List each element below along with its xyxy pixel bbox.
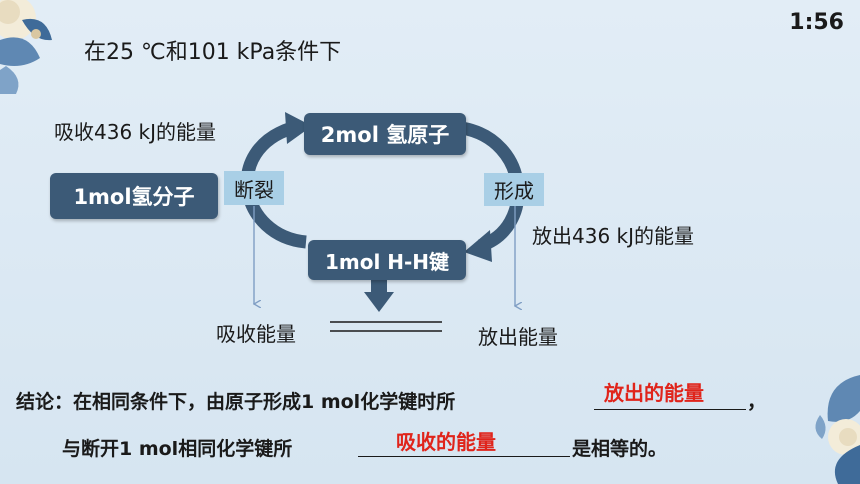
break-arrowhead-icon [285, 112, 312, 144]
form-arrowhead-icon [464, 230, 492, 262]
tag-form: 形成 [484, 173, 544, 206]
countdown-timer: 1:56 [789, 10, 844, 35]
node-hydrogen-molecule: 1mol氢分子 [50, 173, 218, 219]
release-energy-label: 放出能量 [478, 325, 558, 349]
node-hydrogen-atoms: 2mol 氢原子 [304, 113, 466, 155]
fill-blank-1 [594, 409, 746, 410]
conclusion-line2-prefix: 与断开1 mol相同化学键所 [62, 438, 293, 460]
node-hh-bond: 1mol H-H键 [308, 240, 466, 280]
flower-decoration-top-left-icon [0, 0, 52, 94]
down-arrowhead-icon [364, 292, 394, 312]
answer-absorb-energy: 吸收的能量 [396, 430, 496, 454]
absorb-energy-label: 吸收能量 [216, 322, 296, 346]
absorb-436-label: 吸收436 kJ的能量 [54, 120, 217, 144]
conclusion-line1-prefix: 结论：在相同条件下，由原子形成1 mol化学键时所 [16, 391, 456, 413]
slide-heading: 在25 ℃和101 kPa条件下 [84, 40, 342, 65]
flower-decoration-bottom-right-icon [815, 375, 860, 484]
answer-release-energy: 放出的能量 [604, 381, 704, 405]
conclusion-line1-comma: ， [747, 391, 767, 413]
tag-break: 断裂 [224, 171, 284, 205]
release-436-label: 放出436 kJ的能量 [532, 224, 695, 248]
conclusion-line2-suffix: 是相等的。 [572, 438, 668, 460]
fill-blank-2 [358, 456, 570, 457]
